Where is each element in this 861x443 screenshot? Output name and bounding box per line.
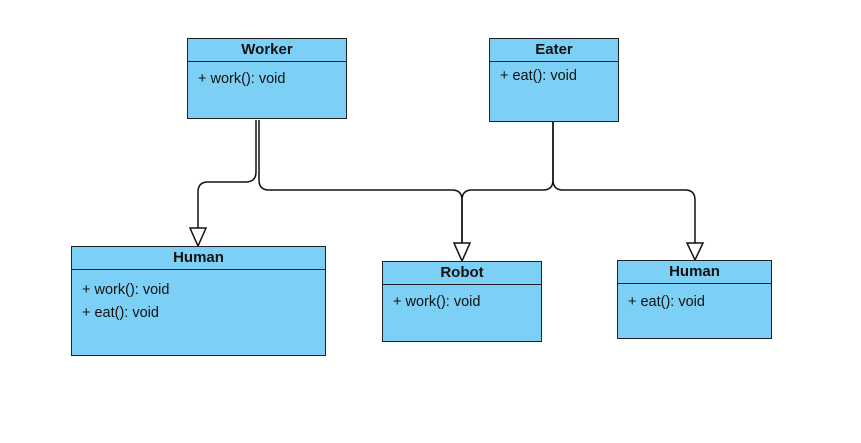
class-name: Worker — [188, 39, 346, 62]
operations-compartment: + work(): void + eat(): void — [72, 270, 325, 325]
class-name: Robot — [383, 262, 541, 285]
connector-eater-to-robot — [461, 122, 554, 243]
realization-arrowhead — [685, 242, 705, 262]
connector-eater-to-human — [552, 122, 696, 243]
class-robot[interactable]: Robot + work(): void — [382, 261, 542, 342]
class-human-left[interactable]: Human + work(): void + eat(): void — [71, 246, 326, 356]
connector-worker-to-robot — [258, 120, 463, 243]
class-name: Eater — [490, 39, 618, 62]
operation: + work(): void — [82, 282, 170, 298]
connector-worker-to-human — [197, 120, 257, 228]
operation: + eat(): void — [628, 294, 705, 310]
operation: + eat(): void — [82, 305, 159, 321]
class-eater[interactable]: Eater + eat(): void — [489, 38, 619, 122]
operation: + work(): void — [393, 294, 481, 310]
operation: + eat(): void — [500, 68, 577, 84]
operations-compartment: + work(): void — [383, 285, 541, 314]
class-worker[interactable]: Worker + work(): void — [187, 38, 347, 119]
operations-compartment: + eat(): void — [490, 62, 618, 88]
operation: + work(): void — [198, 71, 286, 87]
realization-arrowhead — [188, 227, 208, 248]
realization-arrowhead — [452, 242, 472, 263]
class-name: Human — [72, 247, 325, 270]
class-human-right[interactable]: Human + eat(): void — [617, 260, 772, 339]
class-name: Human — [618, 261, 771, 284]
operations-compartment: + work(): void — [188, 62, 346, 91]
operations-compartment: + eat(): void — [618, 284, 771, 314]
